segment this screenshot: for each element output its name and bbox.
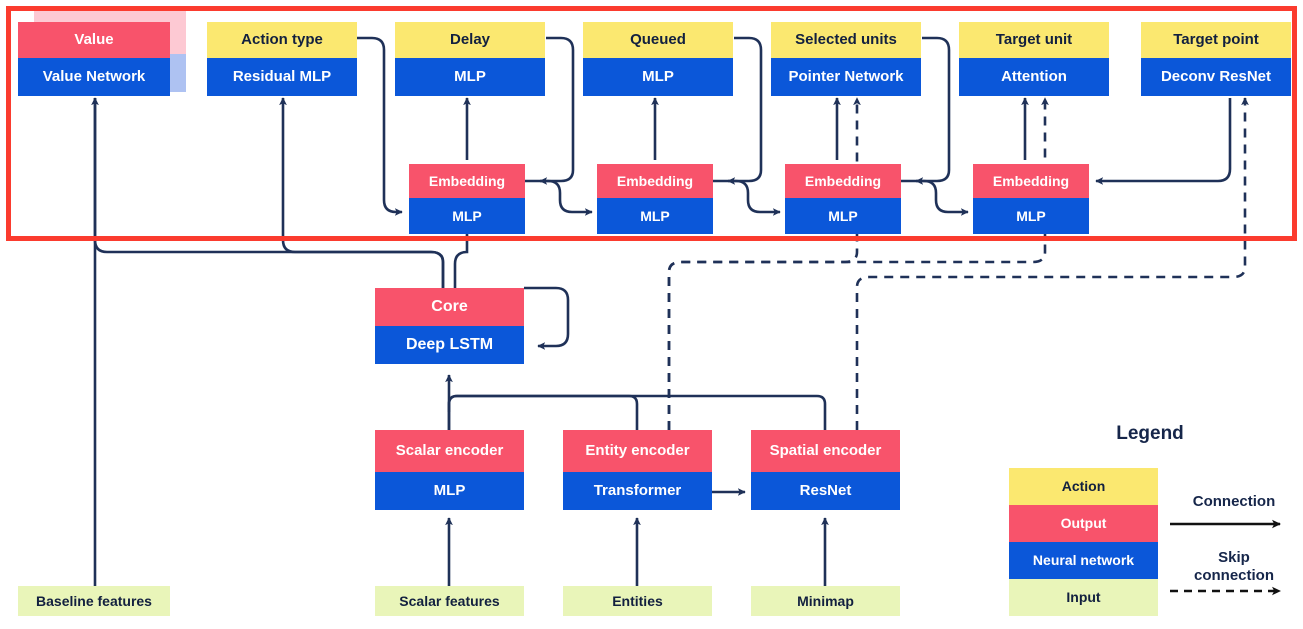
head-action-label: Value <box>18 22 170 58</box>
legend-connection-label: Connection <box>1192 493 1276 510</box>
wire-embedding3-to-embedding-4 <box>900 179 969 216</box>
embedding-network-label: MLP <box>409 198 525 234</box>
head-node-action-type[interactable]: Action type Residual MLP <box>207 22 357 96</box>
legend-swatch-stack: Action Output Neural network Input <box>1009 468 1158 616</box>
head-action-label: Delay <box>395 22 545 58</box>
head-network-label: Value Network <box>18 58 170 96</box>
embedding-output-label: Embedding <box>785 164 901 198</box>
embedding-node-1[interactable]: Embedding MLP <box>409 164 525 234</box>
legend-swatch-input: Input <box>1009 579 1158 616</box>
head-network-label: MLP <box>395 58 545 96</box>
head-action-label: Target unit <box>959 22 1109 58</box>
wire-core-to-value-network <box>93 98 445 288</box>
head-node-value[interactable]: Value Value Network <box>18 22 170 96</box>
legend-arrow-samples <box>1170 519 1281 596</box>
head-network-label: Residual MLP <box>207 58 357 96</box>
legend-skip-label-line1: Skip <box>1218 549 1250 566</box>
encoder-output-label: Scalar encoder <box>375 430 524 472</box>
head-network-label: Attention <box>959 58 1109 96</box>
head-action-label: Target point <box>1141 22 1291 58</box>
embedding-output-label: Embedding <box>973 164 1089 198</box>
encoder-output-label: Entity encoder <box>563 430 712 472</box>
input-node-minimap[interactable]: Minimap <box>751 586 900 616</box>
skip-entityenc-to-pointernetwork <box>667 97 861 430</box>
head-network-label: Deconv ResNet <box>1141 58 1291 96</box>
input-node-scalar-features[interactable]: Scalar features <box>375 586 524 616</box>
input-node-entities[interactable]: Entities <box>563 586 712 616</box>
legend-skip-label-line2: connection <box>1193 567 1274 584</box>
head-node-delay[interactable]: Delay MLP <box>395 22 545 96</box>
encoder-node-scalar[interactable]: Scalar encoder MLP <box>375 430 524 510</box>
core-network-label: Deep LSTM <box>375 326 524 364</box>
head-action-label: Action type <box>207 22 357 58</box>
head-node-selected-units[interactable]: Selected units Pointer Network <box>771 22 921 96</box>
embedding-network-label: MLP <box>973 198 1089 234</box>
wire-entityenc-to-encbus <box>447 394 639 430</box>
head-node-queued[interactable]: Queued MLP <box>583 22 733 96</box>
embedding-output-label: Embedding <box>409 164 525 198</box>
embedding-node-4[interactable]: Embedding MLP <box>973 164 1089 234</box>
head-network-label: Pointer Network <box>771 58 921 96</box>
legend-title: Legend <box>1116 423 1184 444</box>
encoder-network-label: MLP <box>375 472 524 510</box>
wire-targetpoint-feedback-to-embedding4 <box>1095 98 1232 185</box>
wire-embedding1-to-embedding-2 <box>524 179 593 216</box>
skip-spatialenc-to-deconvresnet <box>855 97 1249 430</box>
input-node-baseline-features[interactable]: Baseline features <box>18 586 170 616</box>
head-node-target-unit[interactable]: Target unit Attention <box>959 22 1109 96</box>
encoder-network-label: Transformer <box>563 472 712 510</box>
encoder-output-label: Spatial encoder <box>751 430 900 472</box>
head-action-label: Queued <box>583 22 733 58</box>
legend-swatch-neural-network: Neural network <box>1009 542 1158 579</box>
wire-embedding2-to-embedding-3 <box>712 179 781 216</box>
embedding-output-label: Embedding <box>597 164 713 198</box>
wire-spatialenc-to-encbus <box>447 394 827 430</box>
encoder-node-entity[interactable]: Entity encoder Transformer <box>563 430 712 510</box>
core-node[interactable]: Core Deep LSTM <box>375 288 524 364</box>
skip-entityenc-to-attention <box>667 97 1049 430</box>
embedding-network-label: MLP <box>785 198 901 234</box>
encoder-network-label: ResNet <box>751 472 900 510</box>
embedding-network-label: MLP <box>597 198 713 234</box>
head-network-label: MLP <box>583 58 733 96</box>
embedding-node-3[interactable]: Embedding MLP <box>785 164 901 234</box>
head-action-label: Selected units <box>771 22 921 58</box>
encoder-node-spatial[interactable]: Spatial encoder ResNet <box>751 430 900 510</box>
legend-swatch-action: Action <box>1009 468 1158 505</box>
core-output-label: Core <box>375 288 524 326</box>
head-node-target-point[interactable]: Target point Deconv ResNet <box>1141 22 1291 96</box>
wire-core-to-embedding-1 <box>453 233 471 288</box>
legend-swatch-output: Output <box>1009 505 1158 542</box>
embedding-node-2[interactable]: Embedding MLP <box>597 164 713 234</box>
wire-core-recurrent-loop <box>524 286 570 350</box>
